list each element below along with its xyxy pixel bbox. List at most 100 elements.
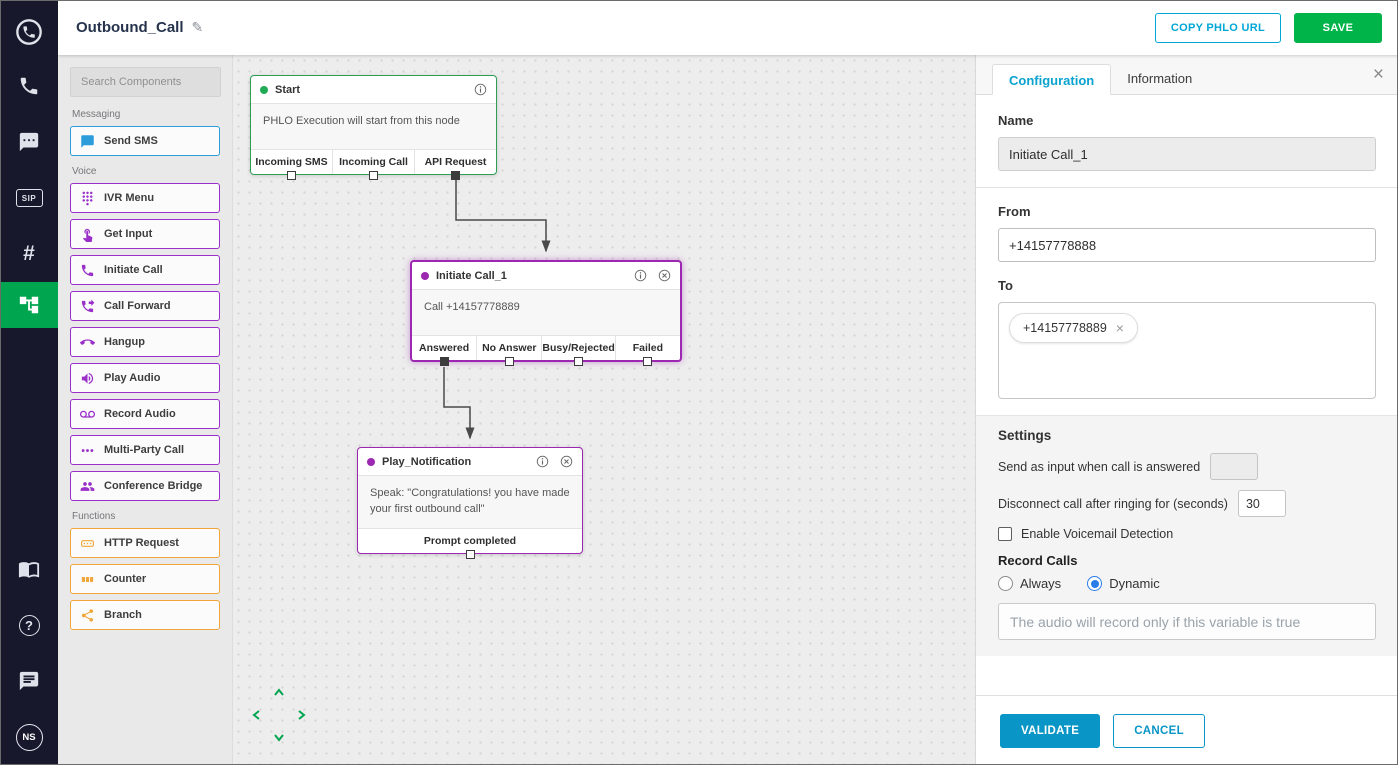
component-branch[interactable]: Branch [70, 600, 220, 630]
record-variable-input[interactable] [998, 603, 1376, 640]
output-incoming-call[interactable]: Incoming Call [332, 150, 414, 180]
connector-lines [443, 180, 551, 440]
component-hangup[interactable]: Hangup [70, 327, 220, 357]
radio-icon [1087, 576, 1103, 591]
send-as-input-label: Send as input when call is answered [998, 459, 1201, 474]
config-panel: Configuration Information × Name From To… [975, 55, 1398, 765]
component-send-sms[interactable]: Send SMS [70, 126, 220, 156]
output-port[interactable] [287, 171, 296, 180]
remove-chip-icon[interactable]: × [1115, 320, 1124, 336]
record-calls-options: Always Dynamic [998, 576, 1376, 591]
nav-messaging[interactable] [0, 114, 58, 170]
component-conference-bridge[interactable]: Conference Bridge [70, 471, 220, 501]
close-node-icon[interactable] [560, 455, 573, 468]
node-play-notification[interactable]: Play_Notification Speak: "Congratulation… [357, 447, 583, 559]
user-avatar[interactable]: NS [0, 709, 58, 765]
radio-option-dynamic[interactable]: Dynamic [1087, 576, 1160, 591]
component-counter[interactable]: Counter [70, 564, 220, 594]
pan-right-button[interactable] [292, 706, 310, 724]
output-label: Incoming SMS [255, 156, 328, 168]
output-port[interactable] [643, 357, 653, 366]
output-answered[interactable]: Answered [412, 336, 476, 366]
component-label: Initiate Call [104, 264, 163, 276]
output-failed[interactable]: Failed [614, 336, 680, 366]
component-play-audio[interactable]: Play Audio [70, 363, 220, 393]
send-as-input-field[interactable] [1210, 453, 1259, 480]
cancel-button[interactable]: CANCEL [1113, 713, 1205, 748]
component-call-forward[interactable]: Call Forward [70, 291, 220, 321]
component-record-audio[interactable]: Record Audio [70, 399, 220, 429]
node-title: Play_Notification [382, 455, 472, 468]
hash-icon: # [23, 242, 35, 265]
nav-phone-numbers[interactable]: # [0, 226, 58, 282]
pan-left-button[interactable] [248, 706, 266, 724]
output-no-answer[interactable]: No Answer [476, 336, 541, 366]
output-port[interactable] [574, 357, 584, 366]
disconnect-seconds-field[interactable] [1237, 490, 1286, 517]
output-port[interactable] [369, 171, 378, 180]
output-prompt-completed[interactable]: Prompt completed [358, 529, 582, 559]
to-input-area[interactable]: +14157778889 × [998, 302, 1376, 399]
output-label: No Answer [482, 342, 537, 354]
output-api-request[interactable]: API Request [414, 150, 496, 180]
output-port[interactable] [504, 357, 514, 366]
output-port[interactable] [465, 549, 475, 559]
component-multi-party-call[interactable]: Multi-Party Call [70, 435, 220, 465]
status-dot [260, 85, 268, 94]
name-input[interactable] [998, 137, 1376, 171]
flow-canvas[interactable]: Start PHLO Execution will start from thi… [233, 55, 975, 765]
flow-icon [19, 296, 39, 314]
to-number-chip[interactable]: +14157778889 × [1009, 313, 1138, 343]
node-start[interactable]: Start PHLO Execution will start from thi… [250, 75, 497, 180]
node-header: Start [251, 76, 496, 103]
phone-icon [81, 264, 94, 276]
info-icon[interactable] [536, 455, 549, 468]
nav-voice[interactable] [0, 58, 58, 114]
component-initiate-call[interactable]: Initiate Call [70, 255, 220, 285]
voicemail-checkbox[interactable] [998, 527, 1012, 541]
tab-configuration[interactable]: Configuration [992, 64, 1112, 95]
info-icon[interactable] [474, 83, 487, 96]
edit-title-icon[interactable]: ✎ [191, 19, 204, 35]
output-label: Prompt completed [423, 534, 517, 547]
node-initiate-call[interactable]: Initiate Call_1 Call +14157778889 Answer… [410, 260, 682, 366]
component-label: Record Audio [104, 408, 176, 420]
from-input[interactable] [998, 228, 1376, 262]
top-header: Outbound_Call ✎ COPY PHLO URL SAVE [58, 0, 1398, 55]
component-label: Multi-Party Call [104, 444, 185, 456]
nav-phlo-active[interactable] [0, 282, 58, 328]
component-ivr-menu[interactable]: IVR Menu [70, 183, 220, 213]
output-incoming-sms[interactable]: Incoming SMS [251, 150, 332, 180]
search-input[interactable] [70, 67, 221, 97]
component-label: Conference Bridge [104, 480, 203, 492]
plivo-logo-icon [16, 19, 42, 45]
tab-information[interactable]: Information [1127, 71, 1193, 86]
info-icon[interactable] [634, 269, 647, 282]
close-panel-icon[interactable]: × [1372, 64, 1384, 85]
plivo-logo[interactable] [0, 6, 58, 58]
pan-up-button[interactable] [270, 684, 288, 702]
node-outputs: Answered No Answer Busy/Rejected Failed [412, 335, 680, 366]
pan-down-button[interactable] [270, 728, 288, 746]
nav-help[interactable]: ? [0, 597, 58, 653]
component-label: HTTP Request [104, 537, 179, 549]
nav-feedback[interactable] [0, 653, 58, 709]
dialpad-icon [82, 191, 93, 205]
divider [976, 187, 1398, 188]
output-busy-rejected[interactable]: Busy/Rejected [541, 336, 615, 366]
branch-icon [81, 608, 94, 622]
validate-button[interactable]: VALIDATE [1000, 713, 1101, 748]
settings-label: Settings [998, 428, 1052, 443]
radio-option-always[interactable]: Always [998, 576, 1061, 591]
copy-phlo-url-button[interactable]: COPY PHLO URL [1154, 12, 1281, 43]
save-button[interactable]: SAVE [1294, 12, 1382, 43]
component-get-input[interactable]: Get Input [70, 219, 220, 249]
nav-sip[interactable]: SIP [0, 170, 58, 226]
output-port[interactable] [451, 171, 460, 180]
close-node-icon[interactable] [658, 269, 671, 282]
node-description: Speak: "Congratulations! you have made y… [358, 475, 582, 528]
nav-docs[interactable] [0, 541, 58, 597]
component-http-request[interactable]: HTTP Request [70, 528, 220, 558]
record-calls-label: Record Calls [998, 553, 1078, 568]
output-port[interactable] [439, 357, 449, 366]
